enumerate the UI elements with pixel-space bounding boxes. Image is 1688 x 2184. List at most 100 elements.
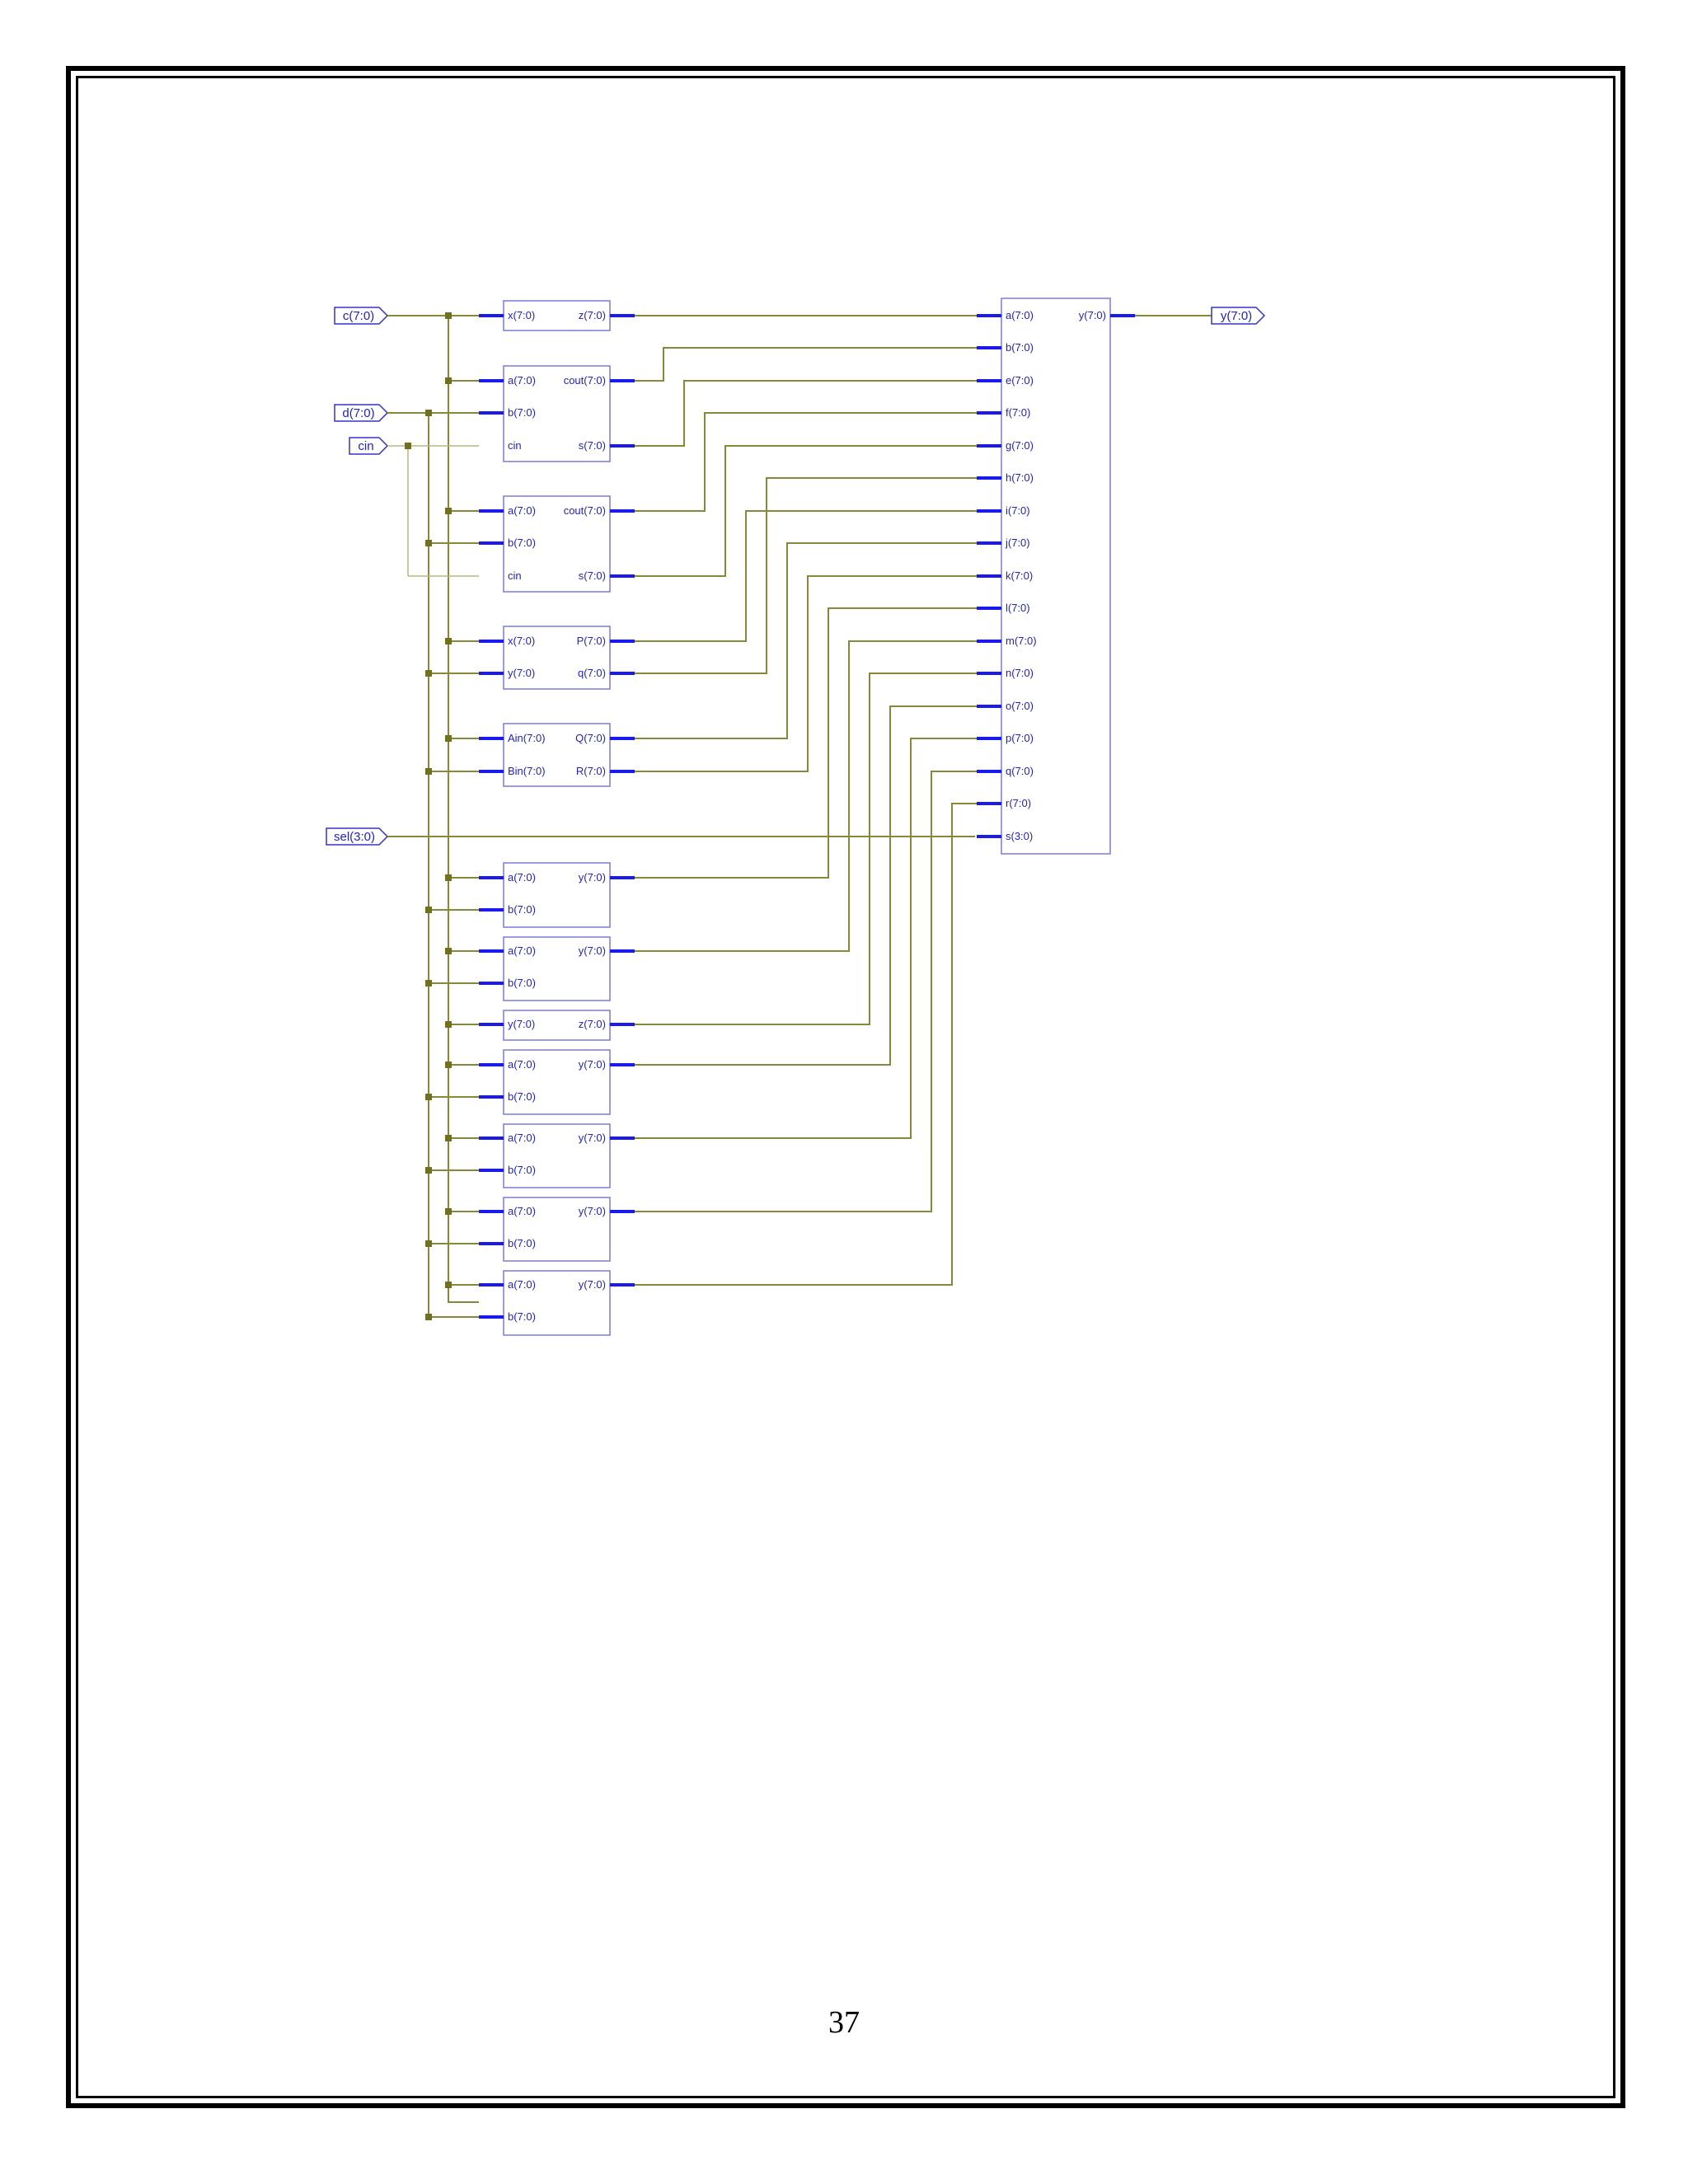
label-b8-in-0: y(7:0) [508,1018,535,1030]
block-b11 [503,1197,611,1262]
label-b6-in-0: a(7:0) [508,871,536,883]
block-b9 [503,1049,611,1115]
mux-label-in-12: o(7:0) [1006,700,1034,712]
junction-b11-in-0 [445,1208,452,1215]
label-b3-out-0: cout(7:0) [564,504,606,517]
page-border [66,66,1625,2108]
input-port-d [334,404,389,422]
label-b1-out-0: z(7:0) [579,309,606,321]
junction-b8-in-0 [445,1021,452,1028]
output-port-label-y: y(7:0) [1221,309,1252,323]
input-port-label-d: d(7:0) [342,406,374,420]
label-b5-in-0: Ain(7:0) [508,732,546,744]
junction-b6-in-1 [425,907,432,913]
route-2 [635,380,977,447]
input-port-c [334,307,389,325]
label-b4-in-1: y(7:0) [508,667,535,679]
junction-b3-in-0 [445,508,452,514]
label-b12-in-1: b(7:0) [508,1310,536,1323]
junction-b5-in-0 [445,735,452,742]
label-b2-out-1: s(7:0) [579,439,606,452]
mux-label-in-14: q(7:0) [1006,765,1034,777]
label-b4-out-0: P(7:0) [577,635,606,647]
junction-b7-in-0 [445,948,452,954]
label-b2-in-1: b(7:0) [508,406,536,419]
junction-b3-in-1 [425,540,432,546]
mux-label-in-9: l(7:0) [1006,602,1030,614]
input-port-label-sel: sel(3:0) [334,830,375,844]
label-b10-out-0: y(7:0) [579,1132,606,1144]
mux-label-in-3: f(7:0) [1006,406,1030,419]
label-b3-in-0: a(7:0) [508,504,536,517]
block-b5 [503,723,611,787]
junction-b2-in-0 [445,377,452,384]
label-b5-in-1: Bin(7:0) [508,765,546,777]
block-b7 [503,936,611,1001]
mux-label-in-1: b(7:0) [1006,341,1034,354]
junction-b1-in-0 [445,312,452,319]
label-b8-out-0: z(7:0) [579,1018,606,1030]
label-b3-in-2: cin [508,569,522,582]
mux-block [1001,298,1111,855]
mux-label-in-16: s(3:0) [1006,830,1033,842]
label-b2-in-2: cin [508,439,522,452]
mux-label-in-5: h(7:0) [1006,471,1034,484]
label-b3-in-1: b(7:0) [508,537,536,549]
label-b9-in-1: b(7:0) [508,1090,536,1103]
mux-label-in-4: g(7:0) [1006,439,1034,452]
label-b4-out-1: q(7:0) [578,667,606,679]
route-10 [635,640,977,952]
junction-b4-in-0 [445,638,452,644]
mux-label-out: y(7:0) [1079,309,1106,321]
mux-label-in-2: e(7:0) [1006,374,1034,387]
mux-label-in-7: j(7:0) [1005,537,1030,549]
label-b12-out-0: y(7:0) [579,1278,606,1291]
junction-b4-in-1 [425,670,432,677]
input-port-cin [349,437,389,455]
label-b3-out-1: s(7:0) [579,569,606,582]
label-b7-out-0: y(7:0) [579,944,606,957]
label-b11-in-1: b(7:0) [508,1237,536,1249]
mux-label-in-10: m(7:0) [1006,635,1037,647]
page-number: 37 [828,2005,860,2040]
route-9 [635,607,977,879]
junction-b12-in-1 [425,1314,432,1320]
junction-b9-in-0 [445,1062,452,1068]
page-border-inner [76,76,1615,2098]
block-b4 [503,626,611,690]
block-b2 [503,365,611,462]
label-b10-in-1: b(7:0) [508,1164,536,1176]
junction-cin [405,443,411,449]
route-4 [635,445,977,577]
junction-b6-in-0 [445,874,452,881]
label-b11-in-0: a(7:0) [508,1205,536,1217]
route-3 [635,412,977,512]
route-7 [635,542,977,739]
label-b5-out-0: Q(7:0) [575,732,606,744]
route-12 [635,705,977,1066]
label-b10-in-0: a(7:0) [508,1132,536,1144]
junction-b10-in-1 [425,1167,432,1174]
block-b10 [503,1123,611,1188]
junction-b5-in-1 [425,768,432,775]
label-b7-in-1: b(7:0) [508,977,536,989]
mux-label-in-8: k(7:0) [1006,569,1033,582]
label-b5-out-1: R(7:0) [576,765,606,777]
block-b3 [503,495,611,593]
junction-b10-in-0 [445,1135,452,1141]
route-8 [635,575,977,772]
junction-b2-in-1 [425,410,432,416]
label-b2-in-0: a(7:0) [508,374,536,387]
route-13 [635,738,977,1139]
route-11 [635,673,977,1025]
route-15 [635,803,977,1286]
junction-b12-in-0 [445,1282,452,1288]
label-b1-in-0: x(7:0) [508,309,535,321]
route-14 [635,771,977,1212]
junction-b11-in-1 [425,1240,432,1247]
route-1 [635,347,977,382]
label-b9-in-0: a(7:0) [508,1058,536,1071]
label-b4-in-0: x(7:0) [508,635,535,647]
input-port-label-c: c(7:0) [343,309,374,323]
